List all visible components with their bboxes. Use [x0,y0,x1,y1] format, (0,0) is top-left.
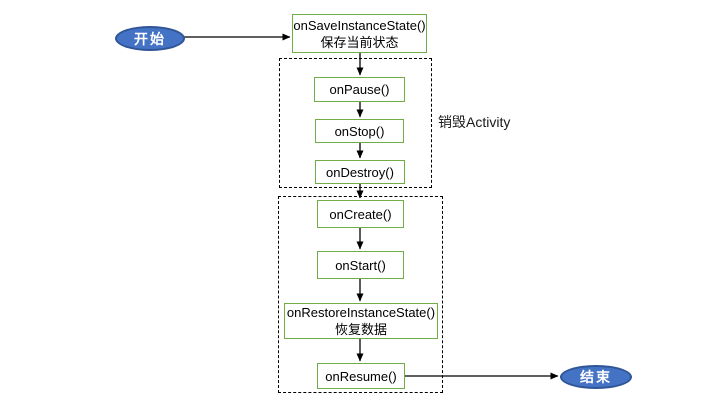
on-start-label: onStart() [335,257,386,273]
end-terminal-label: 结束 [580,369,612,385]
on-pause-label: onPause() [329,82,390,97]
on-stop-box: onStop() [315,119,404,143]
on-resume-box: onResume() [317,363,405,389]
on-create-label: onCreate() [329,206,392,222]
start-terminal-label: 开始 [134,30,166,47]
restore-instance-state-line2: 恢复数据 [334,322,387,337]
end-terminal: 结束 [560,365,632,389]
on-destroy-label: onDestroy() [326,164,394,180]
save-instance-state-line2: 保存当前状态 [320,34,399,50]
restore-instance-state-box: onRestoreInstanceState() 恢复数据 [284,303,438,339]
save-instance-state-box: onSaveInstanceState() 保存当前状态 [292,14,427,53]
on-pause-box: onPause() [314,77,405,102]
on-stop-label: onStop() [334,123,385,139]
on-resume-label: onResume() [325,368,397,384]
on-create-box: onCreate() [317,200,404,228]
start-terminal: 开始 [115,26,185,51]
restore-instance-state-line1: onRestoreInstanceState() [286,305,436,320]
save-instance-state-line1: onSaveInstanceState() [293,17,426,33]
destroy-activity-group [279,58,432,188]
destroy-activity-group-label: 销毁Activity [438,114,511,130]
on-destroy-box: onDestroy() [315,160,405,184]
on-start-box: onStart() [317,251,404,279]
